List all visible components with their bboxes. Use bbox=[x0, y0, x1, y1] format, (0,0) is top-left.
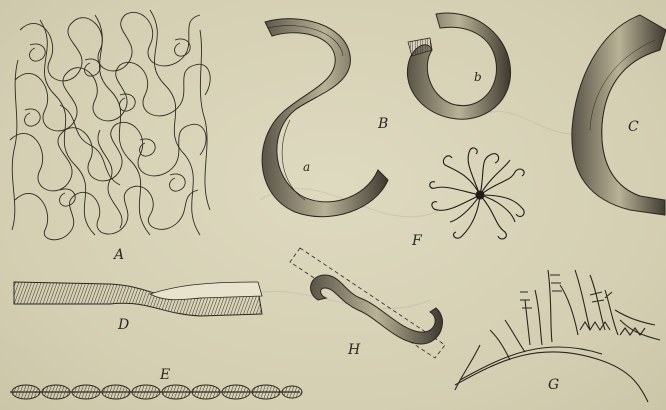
label-c: C bbox=[628, 120, 639, 134]
curl-shaving-b bbox=[407, 13, 510, 119]
twisted-strip-d bbox=[14, 282, 262, 316]
label-f: F bbox=[412, 234, 422, 248]
label-h: H bbox=[348, 343, 360, 357]
fiber-burst-f bbox=[430, 148, 524, 239]
label-e: E bbox=[160, 368, 170, 382]
label-b-lower: b bbox=[474, 70, 482, 84]
label-b-upper: B bbox=[378, 117, 388, 131]
fiber-tangle-a bbox=[10, 10, 210, 240]
label-g: G bbox=[548, 378, 559, 392]
label-a-upper: A bbox=[114, 248, 124, 262]
label-a-lower: a bbox=[303, 160, 310, 174]
s-shaving-a bbox=[262, 19, 388, 217]
label-d: D bbox=[118, 318, 129, 332]
twisted-cord-e bbox=[10, 385, 302, 399]
large-shaving-c bbox=[572, 15, 666, 215]
